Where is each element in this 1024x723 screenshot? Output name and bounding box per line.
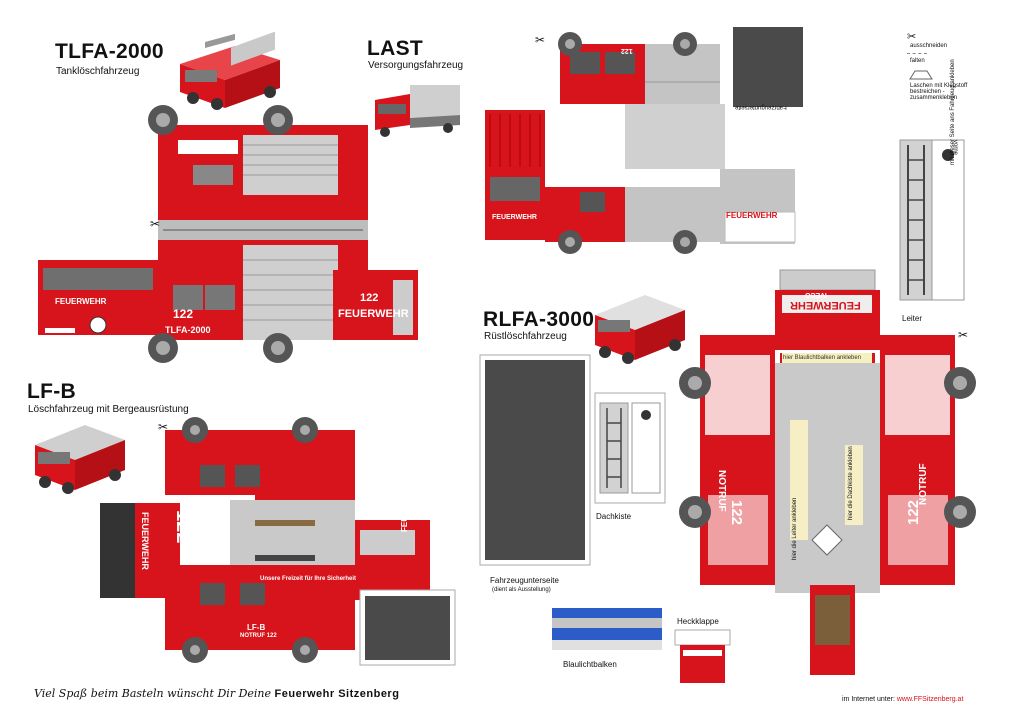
leiter-glue-hint: mit dieser Seite ans Fahrzeug ankleben: [950, 59, 956, 165]
lfb-number: 122: [172, 510, 194, 544]
last-underside-label: Fahrzeugunterseite: [735, 104, 787, 110]
lfb-net: [100, 417, 430, 663]
scissors-icon: ✂: [535, 33, 546, 47]
tlfa-brand-rear: FEUERWEHR: [338, 308, 409, 320]
rlfa-brand-mirrored: FEUERWEHR: [790, 299, 861, 311]
lfb-slogan: Unsere Freizeit für Ihre Sicherheit: [260, 576, 357, 582]
last-brand-side: FEUERWEHR: [726, 211, 778, 220]
fold-line-icon: [907, 53, 927, 54]
last-subtitle: Versorgungsfahrzeug: [368, 60, 464, 71]
rlfa-title: RLFA-3000: [483, 308, 595, 331]
leiter-net: [899, 139, 965, 301]
scissors-icon: ✂: [958, 328, 969, 342]
legend-cut: ausschneiden: [910, 43, 948, 49]
footer-url[interactable]: www.FFSitzenberg.at: [896, 696, 964, 703]
blaulichtbalken-net: [552, 608, 662, 650]
footer-prefix: im Internet unter:: [842, 696, 895, 703]
dachkiste-net: [594, 392, 666, 504]
rlfa-underside-label: Fahrzeugunterseite: [490, 576, 559, 585]
tlfa-title: TLFA-2000: [55, 40, 164, 63]
tlfa-net: [38, 105, 418, 363]
last-preview-image: [375, 85, 460, 137]
rlfa-notruf-right: NOTRUF: [918, 463, 929, 505]
tlfa-brand-front: FEUERWEHR: [55, 297, 107, 306]
lfb-preview-image: [35, 425, 125, 494]
leiter-glue-spot: hier die Leiter ankleben: [792, 497, 798, 560]
last-brand-front: FEUERWEHR: [492, 214, 537, 221]
rlfa-notruf-left: NOTRUF: [716, 470, 727, 512]
rlfa-preview-image: [595, 295, 685, 364]
leiter-label: Leiter: [902, 314, 923, 323]
last-number-top: 122: [621, 47, 633, 54]
legend-glue: Laschen mit Klebstoff bestreichen - zusa…: [910, 83, 968, 101]
heckklappe-net: [674, 629, 731, 683]
footer-left: Viel Spaß beim Basteln wünscht Dir Deine…: [34, 687, 399, 700]
rlfa-make: IVECO: [805, 291, 827, 298]
footer-brand: Feuerwehr Sitzenberg: [274, 688, 400, 700]
lfb-door-sub: NOTRUF 122: [240, 633, 277, 639]
blaulichtbalken-label: Blaulichtbalken: [563, 660, 617, 669]
last-net: [485, 27, 803, 254]
lfb-subtitle: Löschfahrzeug mit Bergeausrüstung: [28, 404, 189, 415]
tlfa-door-code: TLFA-2000: [165, 325, 211, 335]
tlfa-number: 122: [173, 307, 194, 321]
scissors-icon: ✂: [907, 31, 917, 43]
rlfa-number-right: 122: [905, 499, 922, 525]
footer-right: im Internet unter: www.FFSitzenberg.at: [842, 696, 963, 703]
lfb-brand-front: FEUERWEHR: [140, 512, 150, 570]
footer-text: Viel Spaß beim Basteln wünscht Dir Deine: [34, 687, 272, 700]
tlfa-number-rear: 122: [360, 292, 379, 304]
last-title: LAST: [367, 37, 424, 60]
lfb-underside: [359, 589, 456, 666]
scissors-icon: ✂: [150, 217, 161, 231]
scissors-icon: ✂: [158, 420, 169, 434]
lfb-door-code: LF-B: [247, 623, 266, 632]
blaulicht-hint: hier Blaulichtbalken ankleben: [783, 355, 862, 361]
tab-icon: [909, 70, 933, 80]
heckklappe-label: Heckklappe: [677, 617, 719, 626]
rlfa-number-left: 122: [728, 500, 745, 526]
legend-fold: falten: [910, 58, 925, 64]
rlfa-subtitle: Rüstlöschfahrzeug: [484, 331, 567, 342]
dachkiste-label: Dachkiste: [596, 512, 632, 521]
tlfa-preview-image: [180, 31, 280, 110]
rlfa-underside: [479, 354, 591, 566]
dachkiste-glue-spot: hier die Dachkiste ankleben: [848, 446, 854, 520]
lfb-brand-rear: FEUERWEHR: [400, 480, 409, 532]
rlfa-net: [679, 269, 976, 675]
tlfa-subtitle: Tanklöschfahrzeug: [56, 66, 140, 77]
lfb-title: LF-B: [27, 380, 77, 403]
rlfa-underside-note: (dient als Ausstellung): [492, 587, 551, 593]
